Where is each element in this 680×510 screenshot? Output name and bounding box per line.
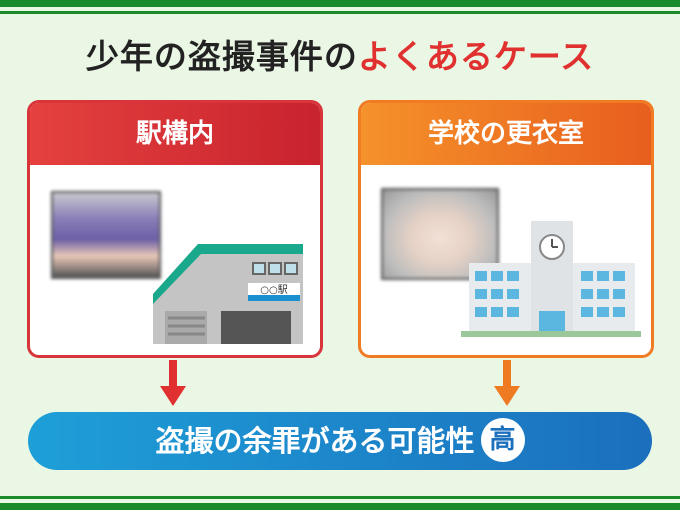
station-building-icon: ○○駅 [153, 244, 303, 344]
card-station: 駅構内 ○○駅 [27, 100, 323, 358]
top-stripe-thin [0, 11, 680, 14]
arrow-down-icon [494, 360, 520, 406]
arrow-down-icon [160, 360, 186, 406]
card-header: 駅構内 [30, 103, 320, 165]
top-stripe [0, 0, 680, 7]
result-banner: 盗撮の余罪がある可能性高 [28, 412, 652, 470]
high-badge: 高 [480, 418, 525, 462]
blurred-photo [51, 191, 161, 279]
svg-text:○○駅: ○○駅 [260, 284, 287, 296]
card-header: 学校の更衣室 [361, 103, 651, 165]
bottom-stripe-thin [0, 496, 680, 499]
bottom-stripe [0, 503, 680, 510]
page-title: 少年の盗撮事件のよくあるケース [85, 37, 595, 76]
school-building-icon [461, 221, 641, 337]
card-school: 学校の更衣室 [358, 100, 654, 358]
